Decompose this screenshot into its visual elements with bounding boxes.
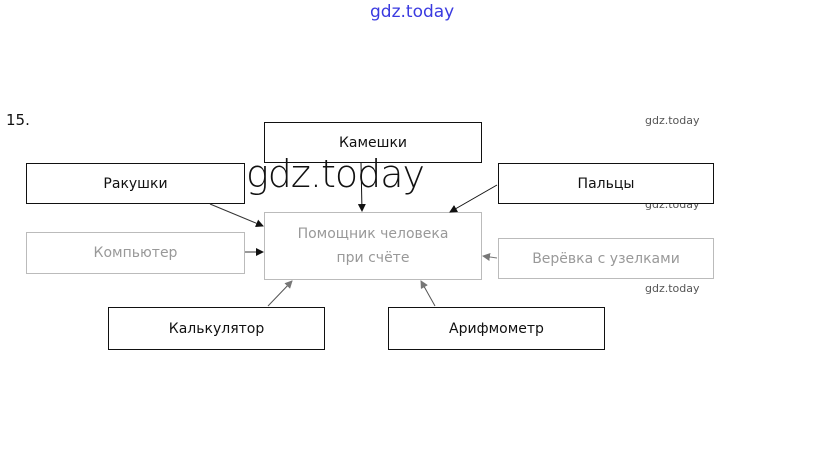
- watermark-top: gdz.today: [370, 2, 455, 22]
- watermark-small: gdz.today: [645, 282, 700, 295]
- node-verevka: Верёвка с узелками: [498, 238, 714, 279]
- arrow-paltsy: [449, 184, 498, 213]
- node-kalkulyator: Калькулятор: [108, 307, 325, 350]
- arrow-kalkulyator: [267, 280, 293, 307]
- arrow-rakushki: [209, 203, 264, 228]
- node-kameshki: Камешки: [264, 122, 482, 163]
- watermark-large: gdz.today: [246, 152, 425, 196]
- center-line2: при счёте: [336, 250, 410, 266]
- arrow-verevka: [482, 253, 498, 261]
- watermark-small: gdz.today: [645, 114, 700, 127]
- arrow-arifmometr: [420, 280, 436, 307]
- task-number: 15.: [6, 111, 30, 129]
- node-paltsy: Пальцы: [498, 163, 714, 204]
- center-line1: Помощник человека: [297, 226, 449, 242]
- arrow-kameshki: [357, 162, 366, 212]
- node-kompyuter: Компьютер: [26, 232, 245, 274]
- node-rakushki: Ракушки: [26, 163, 245, 204]
- node-arifmometr: Арифмометр: [388, 307, 605, 350]
- center-node: Помощник человека при счёте: [264, 212, 482, 280]
